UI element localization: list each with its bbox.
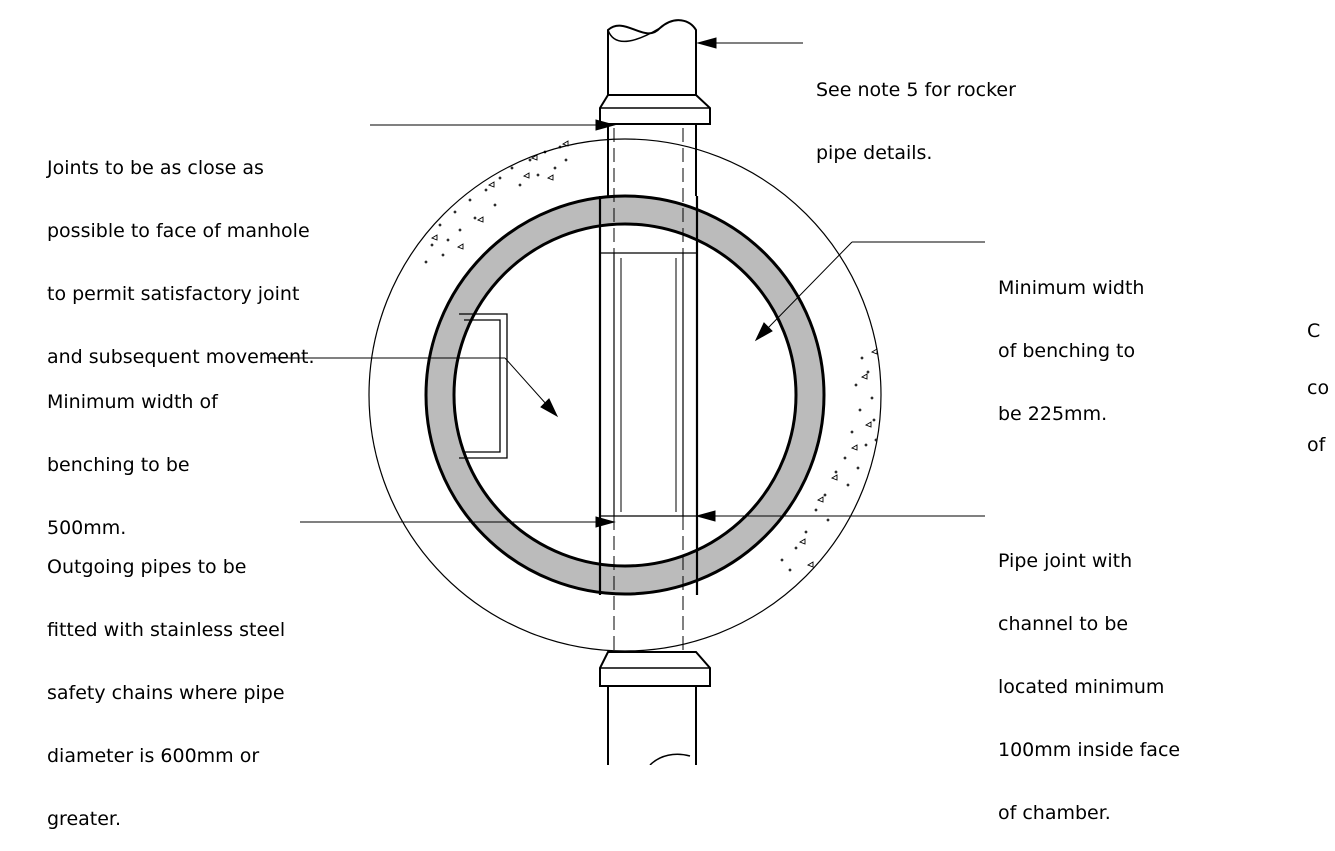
note-rocker-pipe: See note 5 for rocker pipe details. [816, 38, 1016, 185]
note-line: Outgoing pipes to be [47, 556, 247, 578]
note-line: greater. [47, 808, 122, 830]
note-cut-off-edge: C co of [1307, 284, 1329, 474]
note-line: possible to face of manhole [47, 220, 310, 242]
note-line: of chamber. [998, 802, 1111, 824]
note-line: be 225mm. [998, 403, 1108, 425]
note-line: Joints to be as close as [47, 157, 264, 179]
chamber-ring-wall [426, 196, 824, 594]
note-line: safety chains where pipe [47, 682, 285, 704]
note-line: to permit satisfactory joint [47, 283, 300, 305]
note-line: located minimum [998, 676, 1165, 698]
concrete-hatch-left [424, 140, 569, 264]
note-benching-left: Minimum width of benching to be 500mm. [47, 350, 218, 560]
note-line: benching to be [47, 454, 190, 476]
leader-lines [270, 37, 985, 528]
note-pipe-joint: Pipe joint with channel to be located mi… [998, 509, 1180, 845]
note-line: 500mm. [47, 517, 127, 539]
chamber-ring-outer-edge [424, 194, 826, 596]
pipe-dashed-lines [613, 128, 684, 660]
chamber-ring-inner-edge [452, 222, 798, 568]
note-joints: Joints to be as close as possible to fac… [47, 116, 315, 389]
note-line: C [1307, 320, 1321, 342]
note-line: Pipe joint with [998, 550, 1133, 572]
note-line: channel to be [998, 613, 1129, 635]
note-line: diameter is 600mm or [47, 745, 260, 767]
top-rocker-pipe [599, 19, 711, 196]
note-line: fitted with stainless steel [47, 619, 286, 641]
note-outgoing-pipes: Outgoing pipes to be fitted with stainle… [47, 515, 285, 851]
note-benching-right: Minimum width of benching to be 225mm. [998, 236, 1144, 446]
note-line: Minimum width of [47, 391, 218, 413]
note-line: Minimum width [998, 277, 1145, 299]
note-line: of [1307, 434, 1326, 456]
note-line: pipe details. [816, 142, 933, 164]
note-line: 100mm inside face [998, 739, 1181, 761]
step-bracket [459, 313, 508, 459]
concrete-hatch-right [780, 348, 878, 572]
bottom-rocker-pipe [599, 651, 711, 765]
note-line: and subsequent movement. [47, 346, 315, 368]
channel [598, 196, 699, 595]
manhole-plan-drawing [270, 19, 985, 765]
note-line: See note 5 for rocker [816, 79, 1016, 101]
note-line: of benching to [998, 340, 1136, 362]
note-line: co [1307, 377, 1330, 399]
